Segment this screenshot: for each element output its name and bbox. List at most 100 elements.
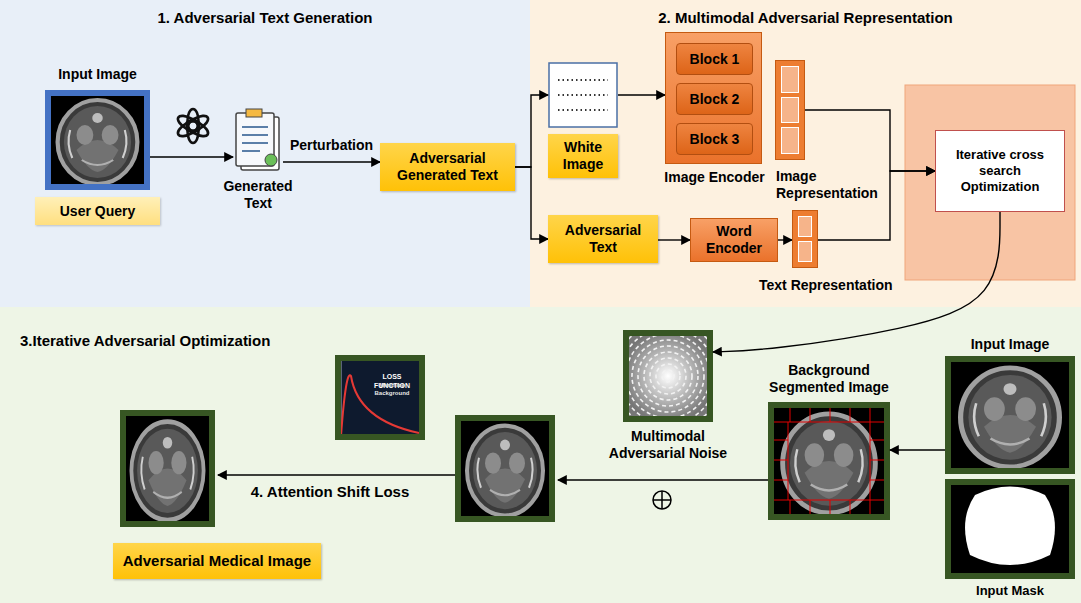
flow-arrow — [658, 239, 690, 240]
image-frame: Background Segmented Image — [768, 402, 890, 520]
layout-arrows — [218, 475, 768, 480]
flow-arrow — [618, 94, 665, 95]
text-slot: Block 3 — [681, 131, 748, 148]
text-slot: Adversarial Medical Image — [121, 552, 313, 570]
output-label-box: Adversarial Medical Image — [113, 543, 321, 579]
flow-arrow — [890, 449, 945, 450]
node-heading: Multimodal Adversarial Noise — [600, 428, 736, 462]
white-page-drawing — [549, 63, 617, 127]
node-heading: Background Segmented Image — [759, 362, 899, 396]
flow-arrow — [515, 167, 548, 239]
perturbed-image — [455, 415, 555, 522]
node-label: User Query — [43, 203, 152, 220]
text-slot: Block 2 — [681, 91, 748, 108]
text-box: Adversarial Generated Text — [380, 143, 515, 191]
text-slot: Input Image — [40, 66, 155, 83]
node-label: White Image — [548, 134, 618, 178]
flow-arrow — [805, 110, 935, 171]
mask-image — [945, 479, 1075, 579]
section-title: 1. Adversarial Text Generation — [0, 9, 530, 27]
node-heading: Input Mask — [945, 583, 1075, 599]
flow-arrow — [818, 171, 935, 240]
node-heading: Generated Text — [213, 178, 303, 212]
label-slot: 4. Attention Shift Loss — [230, 483, 430, 500]
feature-cell — [781, 66, 799, 93]
process-box: Iterative cross search Optimization — [935, 130, 1065, 212]
step-label: 4. Attention Shift Loss — [230, 483, 430, 500]
image-frame: Input Image — [945, 356, 1075, 474]
feature-cell — [781, 127, 799, 154]
query-box: User Query — [35, 197, 160, 225]
text-slot: Input Image — [945, 336, 1075, 353]
node-label: Adversarial Medical Image — [121, 552, 313, 570]
node-heading: Image Representation — [776, 168, 888, 202]
text-slot: Image Representation — [776, 168, 888, 202]
adversarial-output-image — [120, 410, 215, 527]
text-slot: Block 1 — [681, 51, 748, 68]
node-label: Word Encoder — [699, 223, 769, 257]
block-box: Block 2 — [676, 83, 753, 115]
block-box: Block 3 — [676, 123, 753, 155]
text-box: Adversarial Text — [548, 215, 658, 263]
section-title: 2. Multimodal Adversarial Representation — [530, 9, 1081, 27]
text-slot: Adversarial Generated Text — [388, 150, 507, 184]
text-slot: White Image — [548, 134, 618, 178]
feature-column: Image Representation — [775, 60, 805, 160]
llm-logo — [176, 109, 211, 143]
text-slot: User Query — [43, 203, 152, 220]
noise-image — [614, 322, 722, 430]
text-slot: 3.Iterative Adversarial Optimization — [0, 307, 1081, 350]
text-slot: 2. Multimodal Adversarial Representation — [530, 0, 1081, 27]
node-label: Iterative cross search Optimization — [944, 147, 1056, 195]
text-slot: Word Encoder — [699, 223, 769, 257]
text-slot: Input Mask — [945, 583, 1075, 599]
optimization-panel — [905, 85, 1075, 280]
flow-arrow — [778, 239, 792, 240]
encoder-box: Word Encoder — [690, 218, 778, 262]
node-heading: Input Image — [40, 66, 155, 83]
text-slot: Adversarial Text — [556, 222, 650, 256]
mask-frame: Input Mask — [945, 479, 1075, 579]
loss-function-image — [335, 355, 425, 440]
node-label: Block 3 — [681, 131, 748, 148]
image-frame: Input Image — [45, 90, 150, 190]
block-box: Block 1 — [676, 43, 753, 75]
feature-cell — [798, 241, 812, 262]
text-slot: Iterative cross search Optimization — [944, 147, 1056, 195]
label-slot: Minimize Background — [364, 381, 420, 397]
feature-column: Text Representation — [792, 210, 818, 268]
node-heading: Image Encoder — [656, 169, 773, 186]
bottom-input-image — [945, 356, 1075, 474]
input-brain-image — [45, 90, 150, 190]
text-slot: Image Encoder — [656, 169, 773, 186]
segmented-brain-image — [768, 402, 890, 520]
text-slot: Background Segmented Image — [759, 362, 899, 396]
edge-label: Perturbation — [272, 137, 392, 154]
text-slot: 1. Adversarial Text Generation — [0, 0, 530, 27]
feature-cell — [798, 216, 812, 237]
flow-arrow — [150, 156, 233, 157]
document-icon-drawing — [236, 109, 279, 170]
node-heading: Input Image — [945, 336, 1075, 353]
section-panel: White ImageAdversarial Text Block 1 Block … — [530, 0, 1081, 307]
node-label: Adversarial Text — [556, 222, 650, 256]
node-label: Block 1 — [681, 51, 748, 68]
add-symbol — [653, 491, 671, 509]
document-icon: Generated Text — [233, 110, 283, 173]
figure-text: Minimize Background — [364, 381, 420, 397]
text-slot: Multimodal Adversarial Noise — [600, 428, 736, 462]
edge-label-slot: Perturbation — [272, 137, 392, 154]
text-slot: Text Representation — [759, 277, 909, 294]
node-label: Adversarial Generated Text — [388, 150, 507, 184]
flow-arrow — [515, 95, 548, 167]
node-label: Block 2 — [681, 91, 748, 108]
white-image: White Image — [548, 62, 618, 180]
encoder-box: Block 1Block 2Block 3Image Encoder — [665, 32, 762, 164]
section-panel: Adversarial Medical Image Multimodal Adve… — [0, 307, 1081, 603]
text-slot: Generated Text — [213, 178, 303, 212]
